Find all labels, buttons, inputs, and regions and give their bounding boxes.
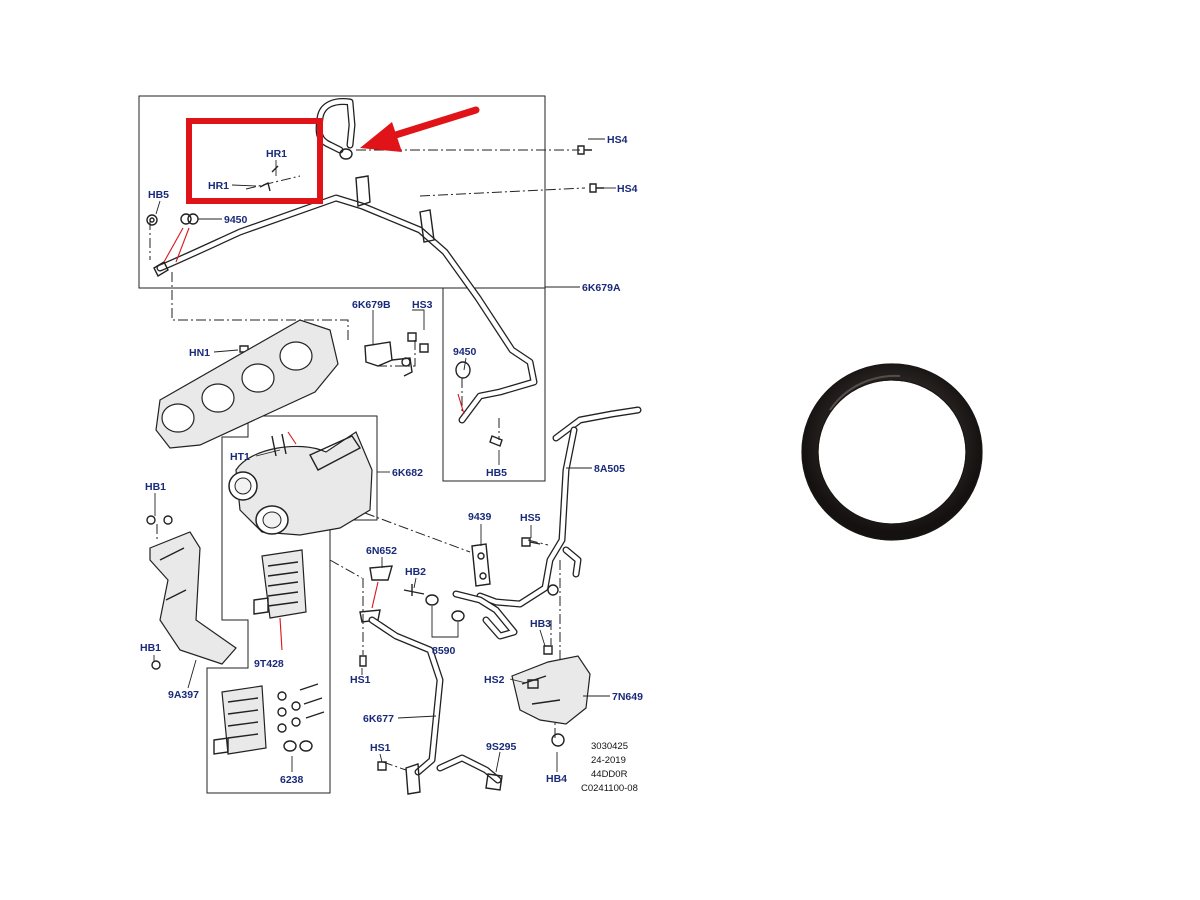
oil-feed-line-6k679a (153, 98, 538, 424)
label-hb1-top: HB1 (145, 481, 166, 493)
label-hn1: HN1 (189, 347, 210, 359)
label-6k679b: 6K679B (352, 299, 391, 311)
bracket-7n649 (511, 645, 591, 747)
label-7n649: 7N649 (612, 691, 643, 703)
ref-line-3: 44DD0R (591, 769, 628, 780)
label-ht1: HT1 (230, 451, 250, 463)
heat-shield-9a397 (146, 515, 237, 670)
label-6n652: 6N652 (366, 545, 397, 557)
label-hb5-top: HB5 (148, 189, 169, 201)
label-hr1-left: HR1 (208, 180, 229, 192)
label-hb2: HB2 (405, 566, 426, 578)
label-9a397: 9A397 (168, 689, 199, 701)
label-hb3: HB3 (530, 618, 551, 630)
label-9450-top: 9450 (224, 214, 248, 226)
diagram-frames (138, 95, 546, 794)
label-hb4: HB4 (546, 773, 567, 785)
leader-lines (153, 138, 616, 773)
label-hs2: HS2 (484, 674, 505, 686)
label-9t428: 9T428 (254, 658, 284, 670)
highlight-annotation (186, 106, 480, 204)
label-hs4-a: HS4 (607, 134, 628, 146)
coolant-pipe-8a505 (476, 406, 642, 608)
callout-labels: HR1 HR1 HS4 HS4 HB5 9450 6K679A 6K679B H… (140, 134, 643, 786)
label-6k677: 6K677 (363, 713, 394, 725)
label-hs5: HS5 (520, 512, 541, 524)
label-9450-mid: 9450 (453, 346, 477, 358)
label-9s295: 9S295 (486, 741, 517, 753)
reference-code-block: 3030425 24-2019 44DD0R C0241100-08 (581, 741, 638, 794)
highlight-box (186, 118, 323, 204)
ref-line-4: C0241100-08 (581, 783, 638, 794)
actuator-9t428 (253, 549, 307, 651)
label-hb5-mid: HB5 (486, 467, 507, 479)
return-pipe-6k677 (359, 565, 503, 795)
label-6k679a: 6K679A (582, 282, 621, 294)
label-hs3: HS3 (412, 299, 433, 311)
bracket-9439 (471, 543, 491, 587)
bracket-6k679b (364, 341, 413, 377)
ref-line-1: 3030425 (591, 741, 628, 752)
turbocharger-6k682 (228, 431, 373, 536)
label-hr1-top: HR1 (266, 148, 287, 160)
label-6k682: 6K682 (392, 467, 423, 479)
highlight-arrow-head (360, 122, 402, 152)
manifold-gasket (155, 319, 339, 449)
o-ring-photo (801, 363, 983, 541)
highlight-arrow (382, 106, 480, 142)
actuator-kit-6238 (213, 683, 325, 755)
coolant-hose-8590 (403, 584, 518, 640)
label-hs4-b: HS4 (617, 183, 638, 195)
o-ring (801, 363, 983, 541)
label-hs1-bottom: HS1 (370, 742, 391, 754)
label-hb1-bottom: HB1 (140, 642, 161, 654)
ref-line-2: 24-2019 (591, 755, 626, 766)
label-6238: 6238 (280, 774, 304, 786)
label-8590: 8590 (432, 645, 456, 657)
label-9439: 9439 (468, 511, 492, 523)
label-8a505: 8A505 (594, 463, 625, 475)
misc-screws (521, 537, 559, 596)
label-hs1-mid: HS1 (350, 674, 371, 686)
